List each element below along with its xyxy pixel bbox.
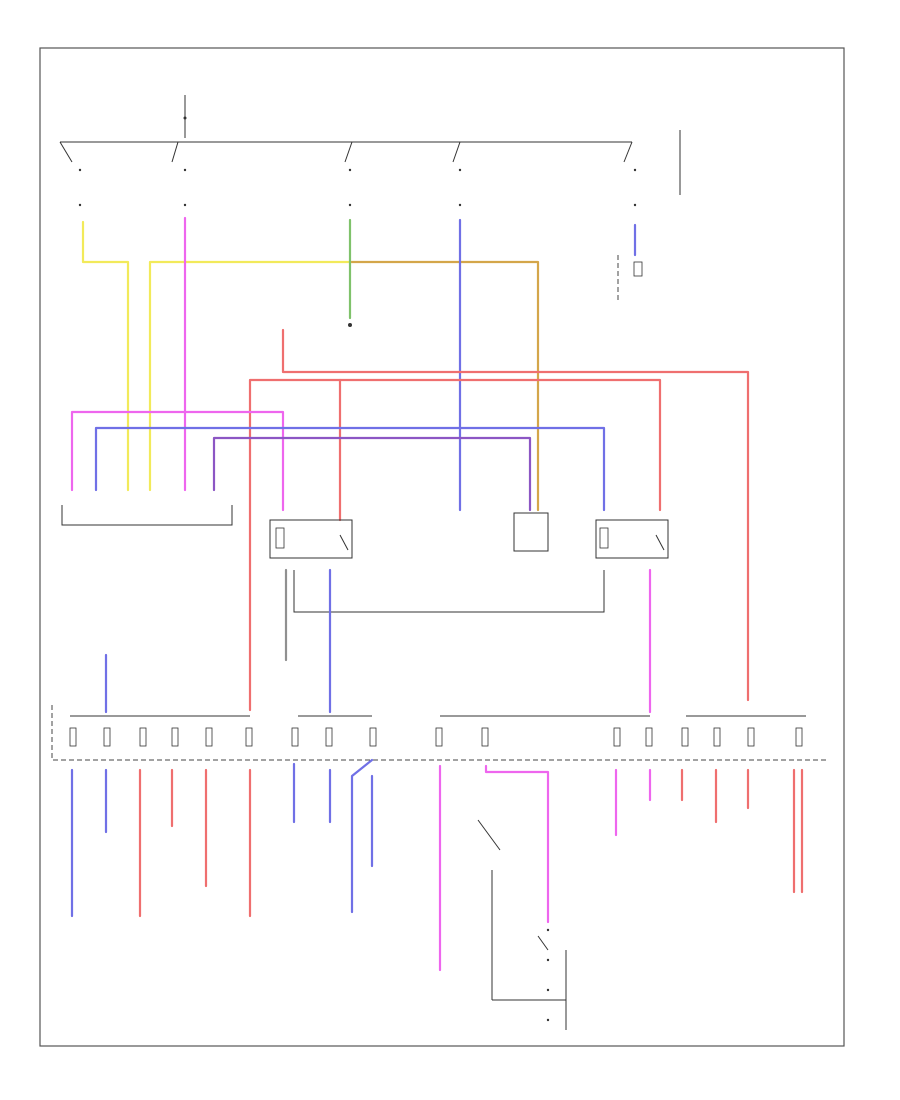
fusible-link bbox=[270, 292, 292, 320]
wire-red-left bbox=[248, 378, 662, 712]
fuse-box bbox=[51, 705, 828, 761]
wire-pink-bus bbox=[70, 410, 285, 512]
engine-control bbox=[513, 512, 549, 552]
top-power-source bbox=[183, 95, 187, 138]
wire-blue-bus bbox=[94, 426, 606, 512]
ground-line bbox=[293, 570, 605, 613]
wire-orange bbox=[350, 260, 540, 512]
wire-yellow-2 bbox=[148, 260, 354, 492]
wire-purple-bus bbox=[212, 436, 532, 512]
passenger-fuse-block bbox=[617, 255, 643, 300]
wire-yellow-1 bbox=[81, 220, 130, 492]
diagram-frame bbox=[39, 47, 845, 1047]
out-blue-5 bbox=[350, 758, 374, 914]
lower-switch-assembly bbox=[477, 819, 567, 1030]
instrument-cluster bbox=[61, 505, 233, 526]
ignition-switches bbox=[59, 141, 637, 207]
relay-right bbox=[595, 519, 669, 559]
out-pink-2 bbox=[484, 764, 550, 924]
relay-left bbox=[269, 519, 353, 559]
wire-red-main bbox=[281, 328, 750, 702]
